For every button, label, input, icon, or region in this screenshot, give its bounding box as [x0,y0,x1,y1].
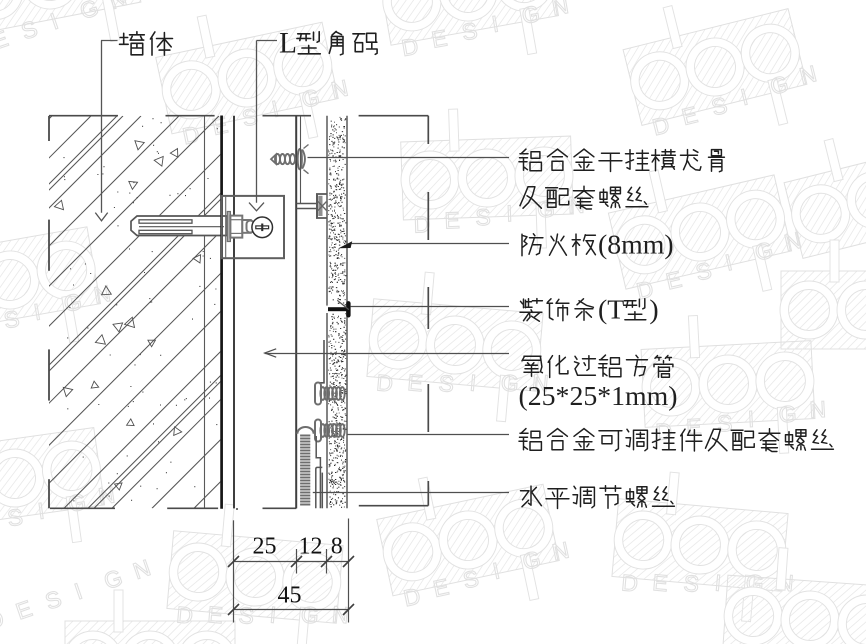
svg-text:I: I [747,406,755,432]
svg-text:D: D [413,211,431,238]
svg-text:(T: (T [598,295,624,326]
svg-text:N: N [550,0,571,20]
svg-text:S: S [475,204,491,231]
svg-text:D: D [375,369,394,396]
svg-text:N: N [809,396,827,423]
svg-text:E: E [210,111,230,140]
svg-text:S: S [2,305,22,333]
svg-text:D: D [0,605,7,635]
svg-text:E: E [0,25,11,55]
svg-text:8: 8 [331,534,343,560]
svg-text:I: I [714,569,723,595]
svg-text:G: G [537,196,556,223]
svg-text:D: D [620,569,639,596]
svg-text:I: I [269,601,278,627]
svg-text:D: D [634,275,656,304]
svg-text:D: D [401,582,423,611]
svg-text:G: G [500,369,520,396]
svg-text:S: S [461,565,481,594]
svg-text:S: S [438,370,456,397]
svg-text:S: S [240,103,260,132]
svg-text:S: S [460,17,480,45]
svg-text:E: E [406,369,424,396]
svg-text:G: G [778,400,797,427]
svg-text:N: N [550,537,572,566]
svg-text:D: D [180,120,202,149]
svg-text:E: E [430,25,450,53]
svg-text:E: E [444,207,460,234]
svg-text:S: S [693,257,714,286]
svg-text:N: N [782,227,804,256]
svg-text:(25*25*1mm): (25*25*1mm) [519,381,678,412]
svg-text:E: E [663,266,684,295]
svg-text:L: L [279,28,297,60]
svg-text:E: E [679,101,700,130]
svg-text:G: G [520,546,543,575]
svg-text:25: 25 [253,534,277,560]
svg-text:G: G [299,84,322,113]
svg-text:D: D [650,111,672,140]
svg-text:D: D [400,33,421,61]
svg-text:D: D [175,601,194,628]
svg-text:(8mm): (8mm) [598,230,674,261]
svg-text:N: N [797,60,819,89]
svg-text:S: S [709,92,730,121]
svg-text:I: I [469,369,478,395]
svg-text:E: E [651,569,669,596]
svg-text:): ) [649,295,658,326]
svg-text:E: E [431,573,451,602]
svg-text:45: 45 [278,583,302,609]
svg-text:G: G [300,601,320,628]
svg-text:N: N [331,601,350,628]
svg-text:E: E [206,601,224,628]
svg-text:N: N [329,75,351,104]
svg-text:12: 12 [299,534,323,560]
svg-text:S: S [238,602,256,629]
svg-text:S: S [683,570,701,597]
svg-text:I: I [32,298,43,325]
svg-text:E: E [686,413,703,440]
svg-text:S: S [6,503,25,531]
svg-text:I: I [490,10,501,37]
svg-text:G: G [520,0,542,29]
svg-text:I: I [506,200,513,226]
svg-text:I: I [36,497,46,524]
svg-text:G: G [66,488,87,516]
svg-text:N: N [531,369,550,396]
